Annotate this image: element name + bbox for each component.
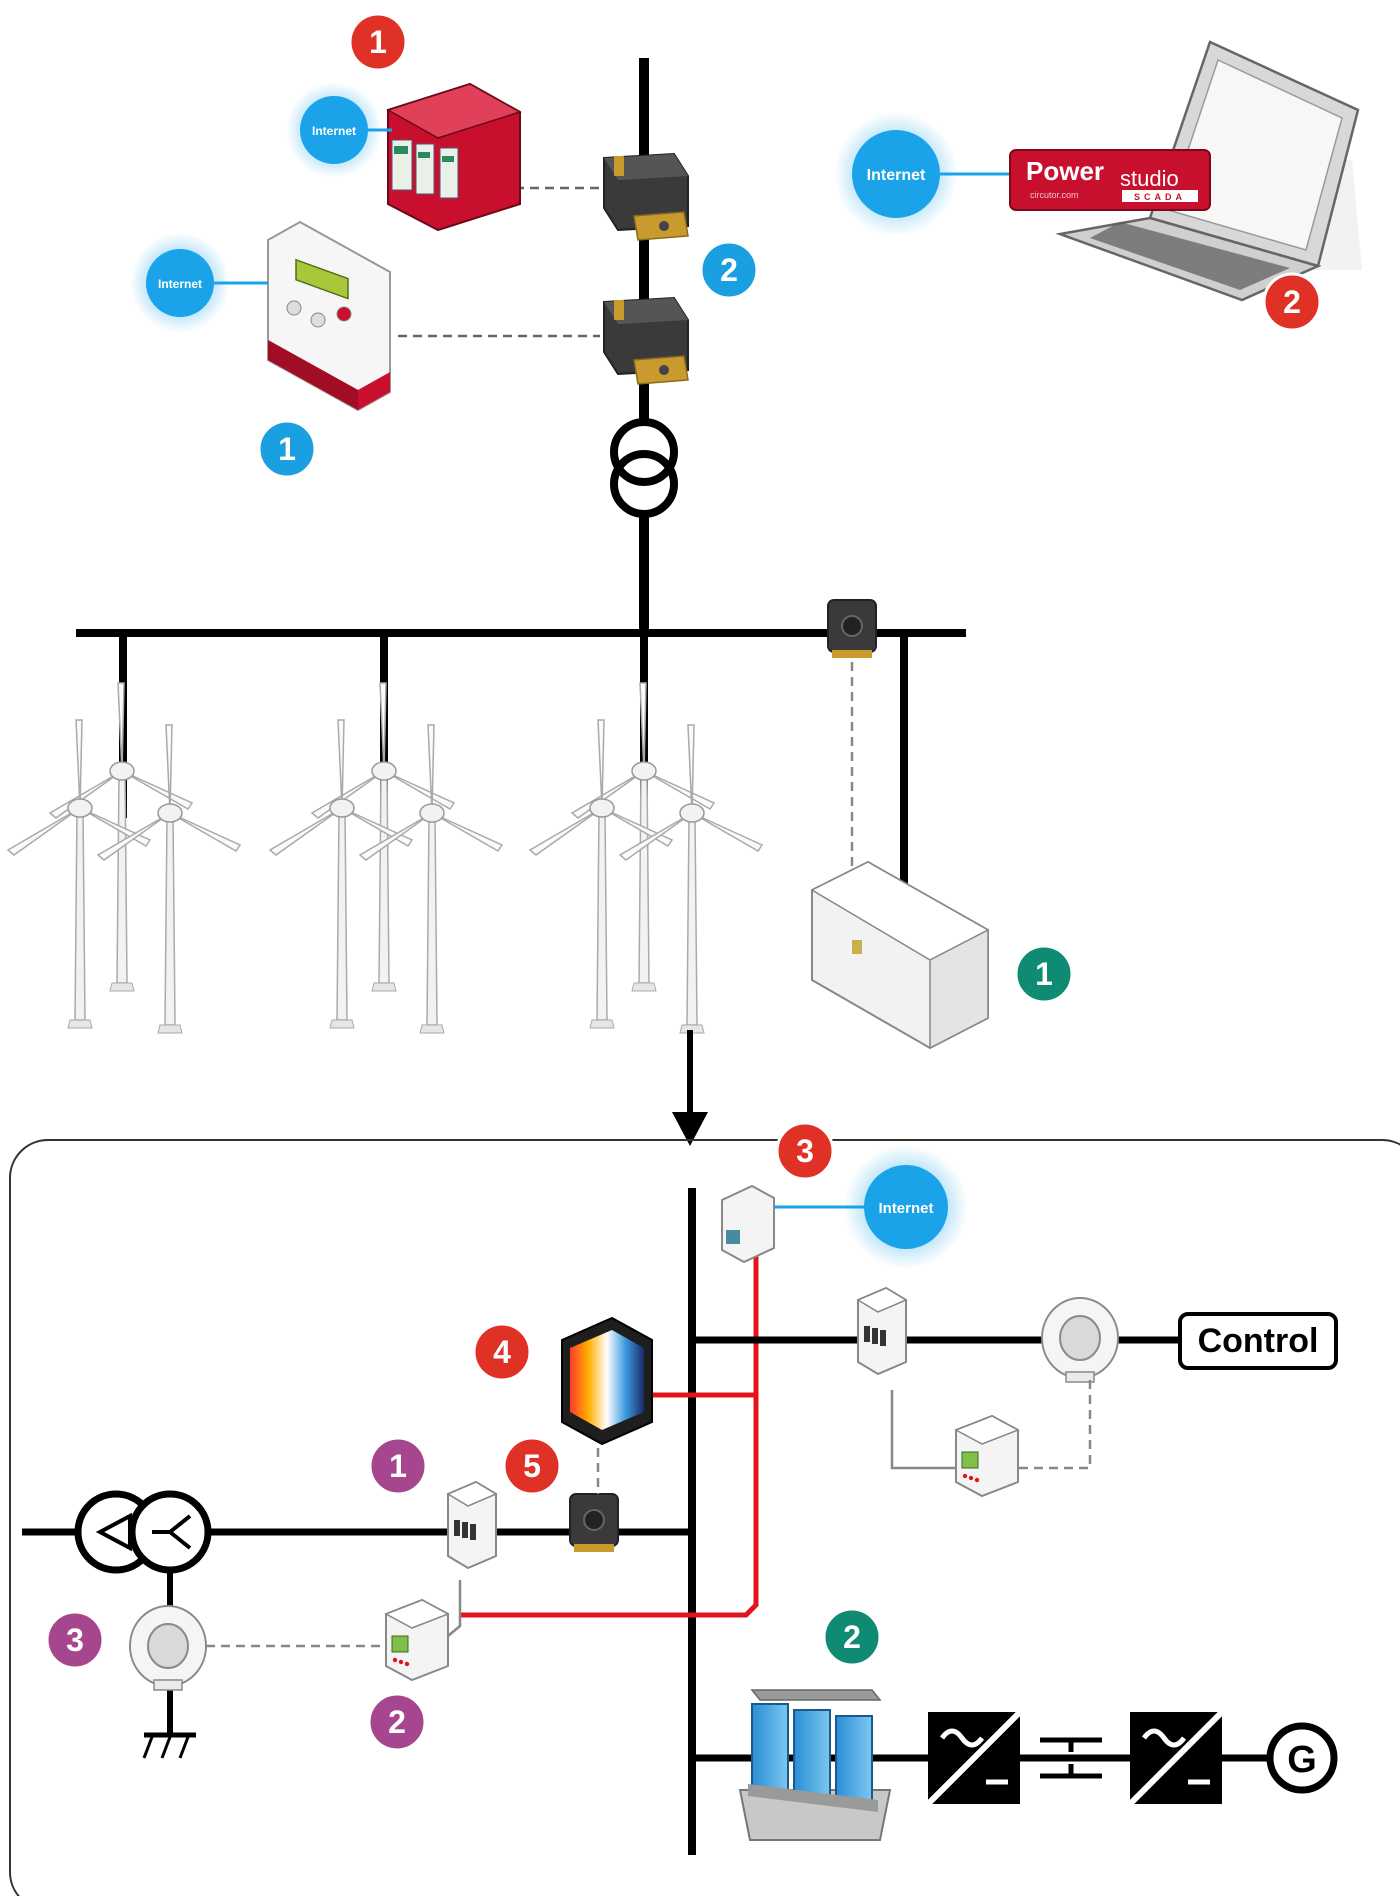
svg-text:2: 2 [1283,284,1301,320]
badge-red-1-top: 1 [348,12,408,72]
wire-breaker-earth-relay [447,1580,462,1637]
internet-bubble-analyzer: Internet [286,82,382,178]
brand-domain-text: circutor.com [1030,190,1079,200]
control-label: Control [1198,1322,1319,1360]
svg-text:3: 3 [66,1622,84,1658]
hv-current-transformer-top [603,153,689,241]
svg-text:1: 1 [278,431,296,467]
internet-bubble-meter: Internet [130,233,230,333]
control-box: Control [1178,1312,1338,1370]
lv-current-sensor [569,1493,619,1553]
internet-label-analyzer: Internet [312,124,356,138]
badge-green-2: 2 [822,1607,882,1667]
wire-breaker-relay [890,1390,956,1470]
brand-power-text: Power [1026,156,1104,186]
dashed-link-ring-relay [1018,1380,1092,1470]
earth-leakage-transformer [129,1605,207,1691]
filter-reactor [738,1689,892,1841]
badge-red-4: 4 [472,1322,532,1382]
svg-text:5: 5 [523,1448,541,1484]
badge-red-3: 3 [775,1121,835,1181]
svg-text:2: 2 [720,252,738,288]
brand-scada-text: SCADA [1134,192,1186,202]
svg-text:3: 3 [796,1133,814,1169]
svg-text:1: 1 [389,1448,407,1484]
control-breaker [857,1287,907,1375]
earth-symbol-icon [142,1732,196,1759]
energy-meter-device [267,220,391,412]
svg-text:1: 1 [369,24,387,60]
internet-bubble-scada: Internet [834,112,958,236]
powerstudio-scada-logo: Power studio circutor.com SCADA [1009,149,1211,211]
badge-red-2-laptop: 2 [1262,272,1322,332]
control-leakage-transformer [1041,1297,1119,1383]
badge-red-5: 5 [502,1436,562,1496]
transformer-substation [810,860,990,1050]
internet-label-meter: Internet [158,277,202,291]
red-modular-analyzer [386,82,522,232]
hv-transformer-symbol [610,418,678,518]
lv-incomer-breaker [447,1481,497,1569]
dc-link-capacitor [1040,1737,1102,1779]
svg-text:2: 2 [388,1704,406,1740]
badge-purple-2: 2 [367,1692,427,1752]
badge-blue-1: 1 [257,419,317,479]
comm-bus-red [460,1255,759,1618]
badge-purple-3: 3 [45,1610,105,1670]
earth-leakage-relay [385,1599,449,1681]
export-arrow-icon [672,1112,708,1146]
svg-text:1: 1 [1035,956,1053,992]
converter-ac-dc-block [925,1709,1023,1807]
internet-label-scada: Internet [867,167,926,184]
internet-label-gateway: Internet [878,1200,933,1217]
svg-text:4: 4 [493,1334,511,1370]
hv-current-transformer-bottom [603,297,689,385]
generator-symbol: G [1266,1722,1338,1794]
display-power-analyzer [561,1316,653,1446]
laptop-scada [1055,40,1362,302]
internet-bubble-gateway: Internet [844,1145,968,1269]
gateway-device [721,1184,775,1264]
converter-dc-ac-block [1127,1709,1225,1807]
lower-installation-panel [9,1139,1400,1896]
brand-studio-text: studio [1120,166,1179,191]
svg-text:2: 2 [843,1619,861,1655]
lv-transformer-symbol [74,1490,212,1574]
badge-blue-2: 2 [699,240,759,300]
badge-green-1: 1 [1014,944,1074,1004]
generator-label: G [1287,1739,1317,1781]
busbar-current-sensor [827,599,877,659]
control-leakage-relay [955,1415,1019,1497]
badge-purple-1: 1 [368,1436,428,1496]
